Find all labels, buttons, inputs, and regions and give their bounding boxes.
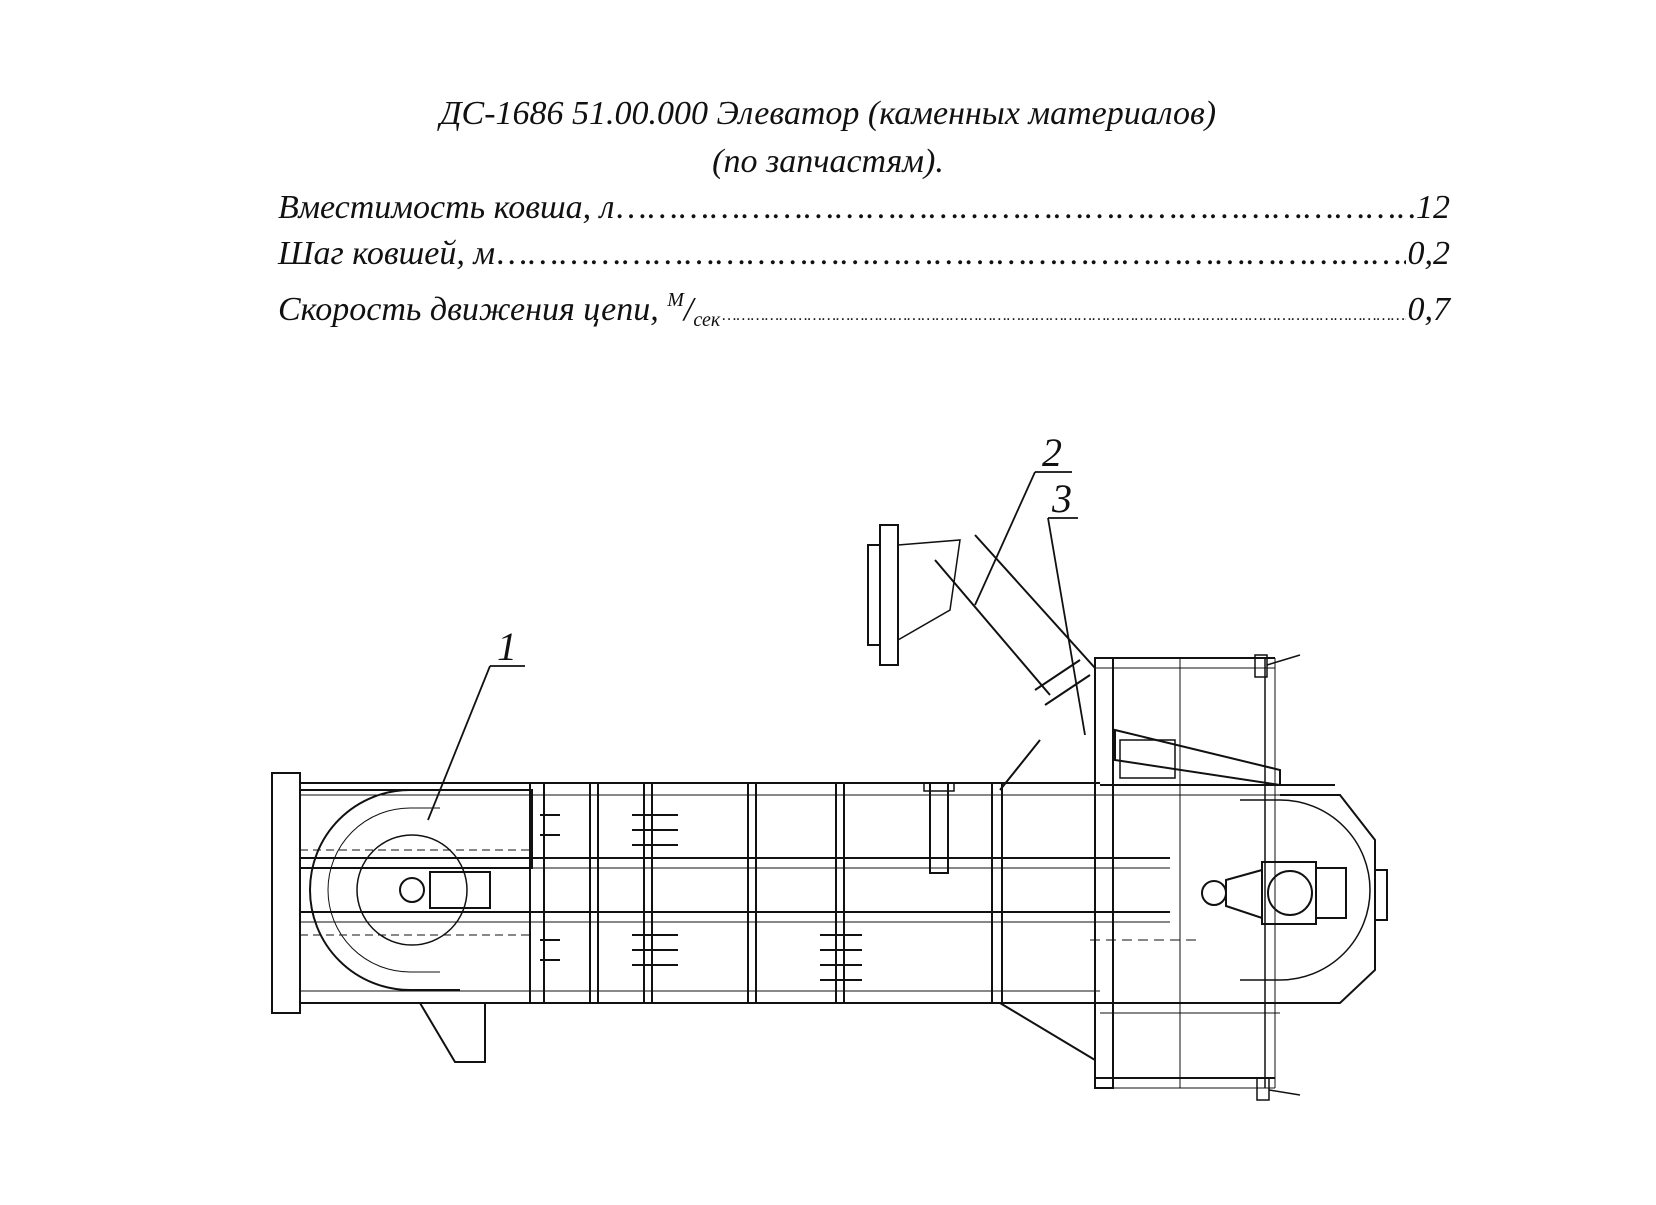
document-title: ДС-1686 51.00.000 Элеватор (каменных мат…	[439, 95, 1217, 132]
inspection-hatch	[1119, 739, 1176, 779]
svg-text:1: 1	[497, 624, 517, 669]
tensioner-fittings	[1254, 654, 1301, 1101]
spec-value: 12	[1416, 189, 1450, 226]
head-hood	[1280, 794, 1376, 1004]
boot-chute	[419, 1002, 486, 1063]
spec-unit: М/сек	[667, 289, 721, 331]
spec-row-chain-speed: Скорость движения цепи, М/сек ……………………………	[278, 279, 1450, 341]
bucket-ticks	[540, 814, 862, 981]
spec-value: 0,7	[1407, 291, 1451, 328]
unit-numerator: М	[667, 289, 684, 311]
head-frame	[999, 657, 1335, 1089]
spec-row-bucket-capacity: Вместимость ковша, л ……………………………………………………	[278, 187, 1450, 229]
spec-value: 0,2	[1407, 235, 1451, 272]
unit-denominator: сек	[693, 309, 721, 331]
svg-text:3: 3	[1051, 476, 1072, 521]
drive-shaft-assembly	[1201, 861, 1388, 925]
leader-dots: ……………………………………………………………………………………………………………	[722, 307, 1406, 324]
main-casing	[300, 782, 1170, 1004]
discharge-plate	[1114, 728, 1281, 787]
spec-label: Шаг ковшей, м	[278, 235, 496, 272]
callout-1: 1	[427, 624, 525, 821]
leader-dots: ……………………………………………………………………………………………………………	[616, 189, 1414, 226]
discharge-spout	[867, 524, 1096, 706]
callout-3: 3	[1047, 476, 1086, 736]
left-end-flange	[271, 772, 301, 1014]
spec-label: Скорость движения цепи,	[278, 291, 659, 328]
callout-2: 2	[974, 430, 1072, 606]
boot-shaft	[399, 877, 425, 903]
svg-text:2: 2	[1042, 430, 1062, 475]
boot-sprocket	[356, 834, 468, 946]
section-flanges	[529, 782, 1003, 1004]
document-subtitle: (по запчастям).	[712, 143, 944, 180]
chain-loop-head	[1240, 799, 1371, 981]
leader-dots: ……………………………………………………………………………………………………………	[497, 235, 1405, 272]
spec-label: Вместимость ковша, л	[278, 189, 615, 226]
boot-bearing	[429, 871, 491, 909]
spec-row-bucket-pitch: Шаг ковшей, м ………………………………………………………………………	[278, 233, 1450, 275]
top-pipe	[929, 782, 949, 874]
chain-loop-left	[309, 789, 460, 991]
